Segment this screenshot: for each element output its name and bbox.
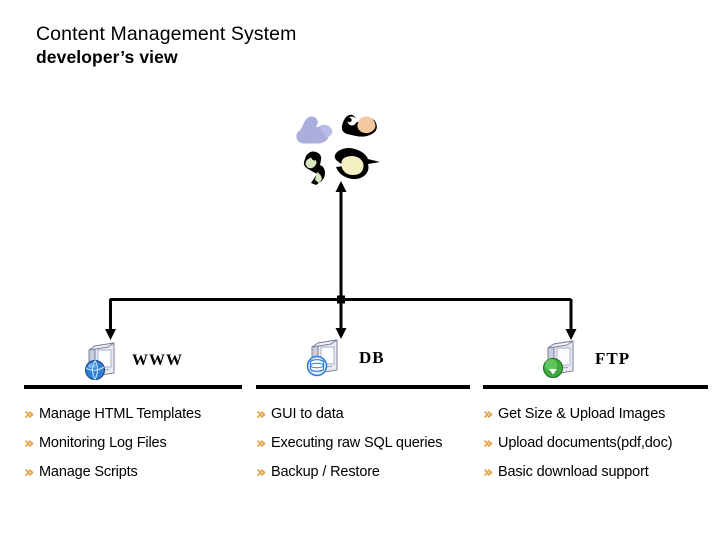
chevron-bullet-icon: » bbox=[24, 405, 34, 423]
node-label-www: WWW bbox=[132, 352, 183, 369]
person-figure-yellow bbox=[334, 148, 380, 180]
chevron-bullet-icon: » bbox=[256, 463, 266, 481]
server-globe-icon bbox=[82, 340, 124, 382]
people-group-icon bbox=[293, 104, 385, 186]
feature-list-www: » Manage HTML Templates » Monitoring Log… bbox=[24, 404, 259, 491]
node-ftp[interactable]: FTP bbox=[541, 336, 630, 382]
column-rule-ftp bbox=[483, 385, 708, 389]
node-www[interactable]: WWW bbox=[82, 338, 183, 384]
junction-dot bbox=[337, 295, 345, 304]
list-item-label: Basic download support bbox=[498, 464, 649, 480]
list-item-label: GUI to data bbox=[271, 406, 344, 422]
list-item-label: Executing raw SQL queries bbox=[271, 435, 443, 451]
column-rule-db bbox=[256, 385, 470, 389]
list-item: » Manage HTML Templates bbox=[24, 404, 259, 433]
list-item-label: Get Size & Upload Images bbox=[498, 406, 666, 422]
node-label-db: DB bbox=[359, 348, 385, 367]
list-item: » Executing raw SQL queries bbox=[256, 433, 486, 462]
server-download-icon bbox=[541, 338, 583, 380]
chevron-bullet-icon: » bbox=[483, 434, 493, 452]
chevron-bullet-icon: » bbox=[483, 463, 493, 481]
chevron-bullet-icon: » bbox=[483, 405, 493, 423]
person-figure-peach bbox=[341, 114, 377, 137]
list-item: » Backup / Restore bbox=[256, 462, 486, 491]
list-item: » Monitoring Log Files bbox=[24, 433, 259, 462]
server-database-icon bbox=[305, 337, 347, 379]
column-rule-www bbox=[24, 385, 242, 389]
list-item: » Upload documents(pdf,doc) bbox=[483, 433, 715, 462]
chevron-bullet-icon: » bbox=[24, 463, 34, 481]
feature-list-ftp: » Get Size & Upload Images » Upload docu… bbox=[483, 404, 715, 491]
list-item: » Get Size & Upload Images bbox=[483, 404, 715, 433]
chevron-bullet-icon: » bbox=[256, 405, 266, 423]
chevron-bullet-icon: » bbox=[24, 434, 34, 452]
list-item-label: Upload documents(pdf,doc) bbox=[498, 435, 673, 451]
list-item-label: Backup / Restore bbox=[271, 464, 380, 480]
node-db[interactable]: DB bbox=[305, 335, 385, 381]
page-title: Content Management System developer’s vi… bbox=[36, 23, 676, 68]
list-item: » Manage Scripts bbox=[24, 462, 259, 491]
title-line-primary: Content Management System bbox=[36, 23, 297, 45]
list-item-label: Manage Scripts bbox=[39, 464, 138, 480]
list-item-label: Monitoring Log Files bbox=[39, 435, 167, 451]
node-label-ftp: FTP bbox=[595, 349, 631, 368]
list-item-label: Manage HTML Templates bbox=[39, 406, 202, 422]
list-item: » GUI to data bbox=[256, 404, 486, 433]
person-figure-green bbox=[303, 151, 325, 185]
feature-list-db: » GUI to data » Executing raw SQL querie… bbox=[256, 404, 486, 491]
list-item: » Basic download support bbox=[483, 462, 715, 491]
chevron-bullet-icon: » bbox=[256, 434, 266, 452]
person-figure-lavender bbox=[296, 116, 333, 144]
title-line-secondary: developer’s view bbox=[36, 47, 178, 67]
